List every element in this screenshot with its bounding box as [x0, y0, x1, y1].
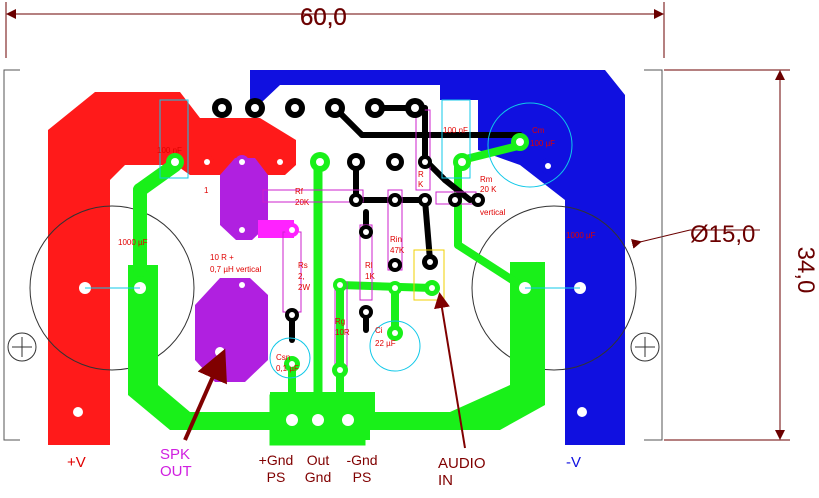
mounting-hole-left — [7, 332, 37, 362]
rin-name-label: Rin — [390, 235, 402, 244]
cm-name-label: Cm — [532, 126, 545, 135]
rm-value-label: 20 K — [480, 185, 497, 194]
width-dimension-label: 60,0 — [300, 4, 347, 31]
out-gnd-line1: Out — [306, 452, 330, 468]
inductor-label-line2: 0,7 µH vertical — [210, 265, 262, 274]
gnd-ps-minus-label: -Gnd PS — [340, 452, 384, 486]
audio-in-line2: IN — [438, 472, 453, 490]
board-outline — [3, 69, 663, 441]
pin1-label: 1 — [204, 186, 209, 195]
audio-in-arrow — [434, 292, 466, 449]
csn-value-label: 0,1 µF — [276, 364, 299, 373]
rm-name-label: Rm — [480, 175, 493, 184]
speaker-output-stub — [258, 220, 294, 238]
cm-value-label: 100 µF — [530, 139, 555, 148]
rin-value-label: 47K — [390, 246, 405, 255]
rg-value-label: 10R — [335, 328, 350, 337]
inductor-label-line1: 10 R + — [210, 253, 234, 262]
rm-note-label: vertical — [480, 208, 506, 217]
spk-out-arrow — [183, 348, 227, 441]
speaker-output-pad-upper — [220, 158, 268, 240]
gnd-ps-plus-label: +Gnd PS — [254, 452, 298, 486]
audio-in-line1: AUDIO — [438, 455, 486, 472]
rs-value-b-label: 2W — [298, 283, 310, 292]
ci-name-label: Ci — [375, 326, 383, 335]
hole-dimension-label: Ø15,0 — [690, 221, 755, 248]
rf-name-label: Rf — [295, 187, 304, 196]
c-left-decoupling-label: 100 nF — [157, 146, 182, 155]
capacitor-outline-left — [29, 205, 195, 371]
spk-out-line2: OUT — [160, 463, 192, 481]
gnd-ps-plus-line1: +Gnd — [258, 452, 294, 468]
pads — [73, 98, 587, 426]
decoupling-outlines — [159, 99, 573, 379]
negative-rail-trace — [250, 70, 625, 445]
plus-v-label: +V — [67, 454, 86, 471]
rg-name-label: Rg — [335, 317, 345, 326]
spk-out-label: SPK OUT — [160, 446, 192, 481]
minus-v-label: -V — [566, 454, 581, 471]
positive-rail-trace — [48, 92, 296, 445]
c-right-value-label: 1000 µF — [566, 231, 596, 240]
c-left-value-label: 1000 µF — [118, 238, 148, 247]
gnd-ps-minus-line2: PS — [352, 468, 372, 485]
rl-name-label: Rl — [365, 261, 373, 270]
height-dimension-label: 34,0 — [792, 247, 819, 294]
out-gnd-label: Out Gnd — [300, 452, 336, 486]
input-connector-outline — [413, 249, 445, 301]
r-small-a-label: R — [418, 170, 424, 179]
gnd-ps-plus-line2: PS — [266, 468, 286, 485]
capacitor-outline-right — [471, 205, 637, 371]
ci-value-label: 22 µF — [375, 339, 396, 348]
rs-value-a-label: 2, — [298, 272, 305, 281]
rf-value-label: 20K — [295, 198, 310, 207]
rl-value-label: 1K — [365, 272, 375, 281]
spk-out-line1: SPK — [160, 446, 191, 463]
speaker-output-pad-lower — [195, 278, 268, 382]
csn-name-label: Csn — [276, 353, 290, 362]
mounting-hole-right — [630, 332, 660, 362]
r-small-b-label: K — [418, 180, 424, 189]
audio-in-label: AUDIO IN — [438, 455, 486, 490]
dimension-lines — [5, 2, 790, 441]
c-right-decoupling-label: 100 nF — [443, 126, 468, 135]
rs-name-label: Rs — [298, 261, 308, 270]
gnd-ps-minus-line1: -Gnd — [346, 452, 378, 468]
out-gnd-line2: Gnd — [304, 468, 332, 485]
